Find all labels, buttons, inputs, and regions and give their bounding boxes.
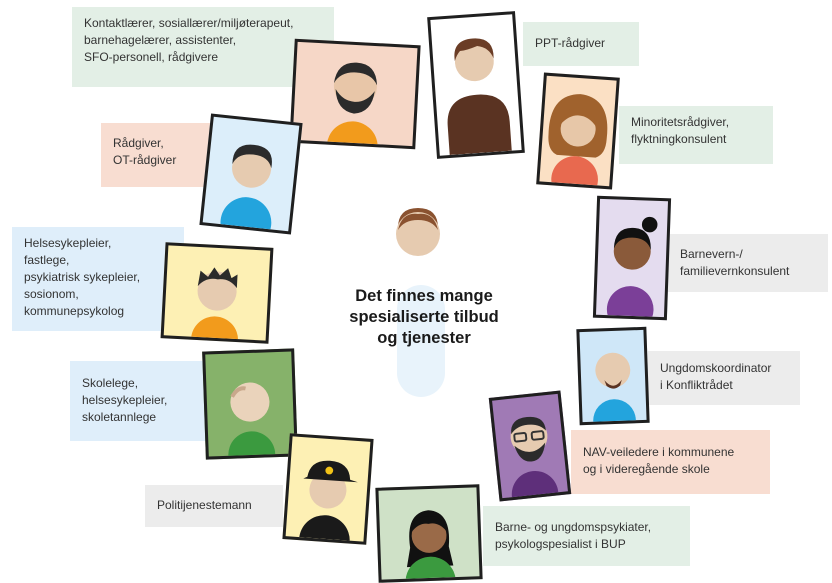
label-minoritet: Minoritetsrådgiver, flyktningkonsulent bbox=[619, 106, 773, 164]
label-line: PPT-rådgiver bbox=[535, 36, 606, 50]
center-title-line: og tjenester bbox=[377, 329, 471, 347]
label-line: psykiatrisk sykepleier, bbox=[24, 270, 141, 284]
older-man-icon bbox=[202, 348, 298, 460]
curly-hair-woman-icon bbox=[536, 72, 620, 190]
label-skolelege: Skolelege, helsesykepleier, skoletannleg… bbox=[70, 361, 208, 441]
label-line: helsesykepleier, bbox=[82, 393, 168, 407]
woman-long-hair-icon bbox=[375, 484, 483, 583]
label-politi: Politijenestemann bbox=[145, 485, 283, 527]
label-line: Helsesykepleier, bbox=[24, 236, 112, 250]
label-nav: NAV-veiledere i kommunene og i videregåe… bbox=[571, 430, 770, 494]
label-line: barnehagelærer, assistenter, bbox=[84, 33, 237, 47]
label-line: psykologspesialist i BUP bbox=[495, 537, 626, 551]
label-ungdomskoordinator: Ungdomskoordinator i Konfliktrådet bbox=[648, 351, 800, 405]
label-line: Rådgiver, bbox=[113, 136, 164, 150]
label-line: Barnevern-/ bbox=[680, 247, 743, 261]
label-line: skoletannlege bbox=[82, 410, 157, 424]
label-line: Barne- og ungdomspsykiater, bbox=[495, 520, 652, 534]
label-line: Ungdomskoordinator bbox=[660, 361, 772, 375]
label-line: OT-rådgiver bbox=[113, 153, 177, 167]
label-line: og i videregående skole bbox=[583, 462, 710, 476]
center-pill-shape bbox=[397, 285, 445, 397]
label-kontaktlaerer: Kontaktlærer, sosiallærer/miljøterapeut,… bbox=[72, 7, 334, 87]
label-line: Kontaktlærer, sosiallærer/miljøterapeut, bbox=[84, 16, 294, 30]
center-person-icon bbox=[388, 202, 448, 262]
bearded-man-icon bbox=[289, 38, 421, 150]
center-title: Det finnes mange spesialiserte tilbud og… bbox=[324, 286, 524, 349]
police-officer-icon bbox=[282, 433, 374, 545]
label-line: Politijenestemann bbox=[157, 498, 252, 512]
bald-man-icon bbox=[576, 326, 650, 426]
woman-bun-icon bbox=[592, 195, 672, 321]
label-line: Minoritetsrådgiver, bbox=[631, 115, 730, 129]
spiky-hair-man-icon bbox=[160, 242, 274, 344]
young-man-icon bbox=[427, 11, 525, 159]
glasses-man-icon bbox=[488, 390, 572, 502]
label-ppt: PPT-rådgiver bbox=[523, 22, 639, 66]
label-line: kommunepsykolog bbox=[24, 304, 125, 318]
label-bup: Barne- og ungdomspsykiater, psykologspes… bbox=[483, 506, 690, 566]
label-line: fastlege, bbox=[24, 253, 70, 267]
label-line: Skolelege, bbox=[82, 376, 139, 390]
label-line: NAV-veiledere i kommunene bbox=[583, 445, 735, 459]
label-line: flyktningkonsulent bbox=[631, 132, 727, 146]
label-line: familievernkonsulent bbox=[680, 264, 790, 278]
label-barnevern: Barnevern-/ familievernkonsulent bbox=[668, 234, 828, 292]
label-line: SFO-personell, rådgivere bbox=[84, 50, 219, 64]
center-title-line: Det finnes mange bbox=[355, 287, 493, 305]
center-title-line: spesialiserte tilbud bbox=[349, 308, 499, 326]
man-icon bbox=[199, 113, 303, 235]
label-helsesykepleier: Helsesykepleier, fastlege, psykiatrisk s… bbox=[12, 227, 184, 331]
label-line: i Konfliktrådet bbox=[660, 378, 733, 392]
label-line: sosionom, bbox=[24, 287, 79, 301]
label-radgiver: Rådgiver, OT-rådgiver bbox=[101, 123, 213, 187]
